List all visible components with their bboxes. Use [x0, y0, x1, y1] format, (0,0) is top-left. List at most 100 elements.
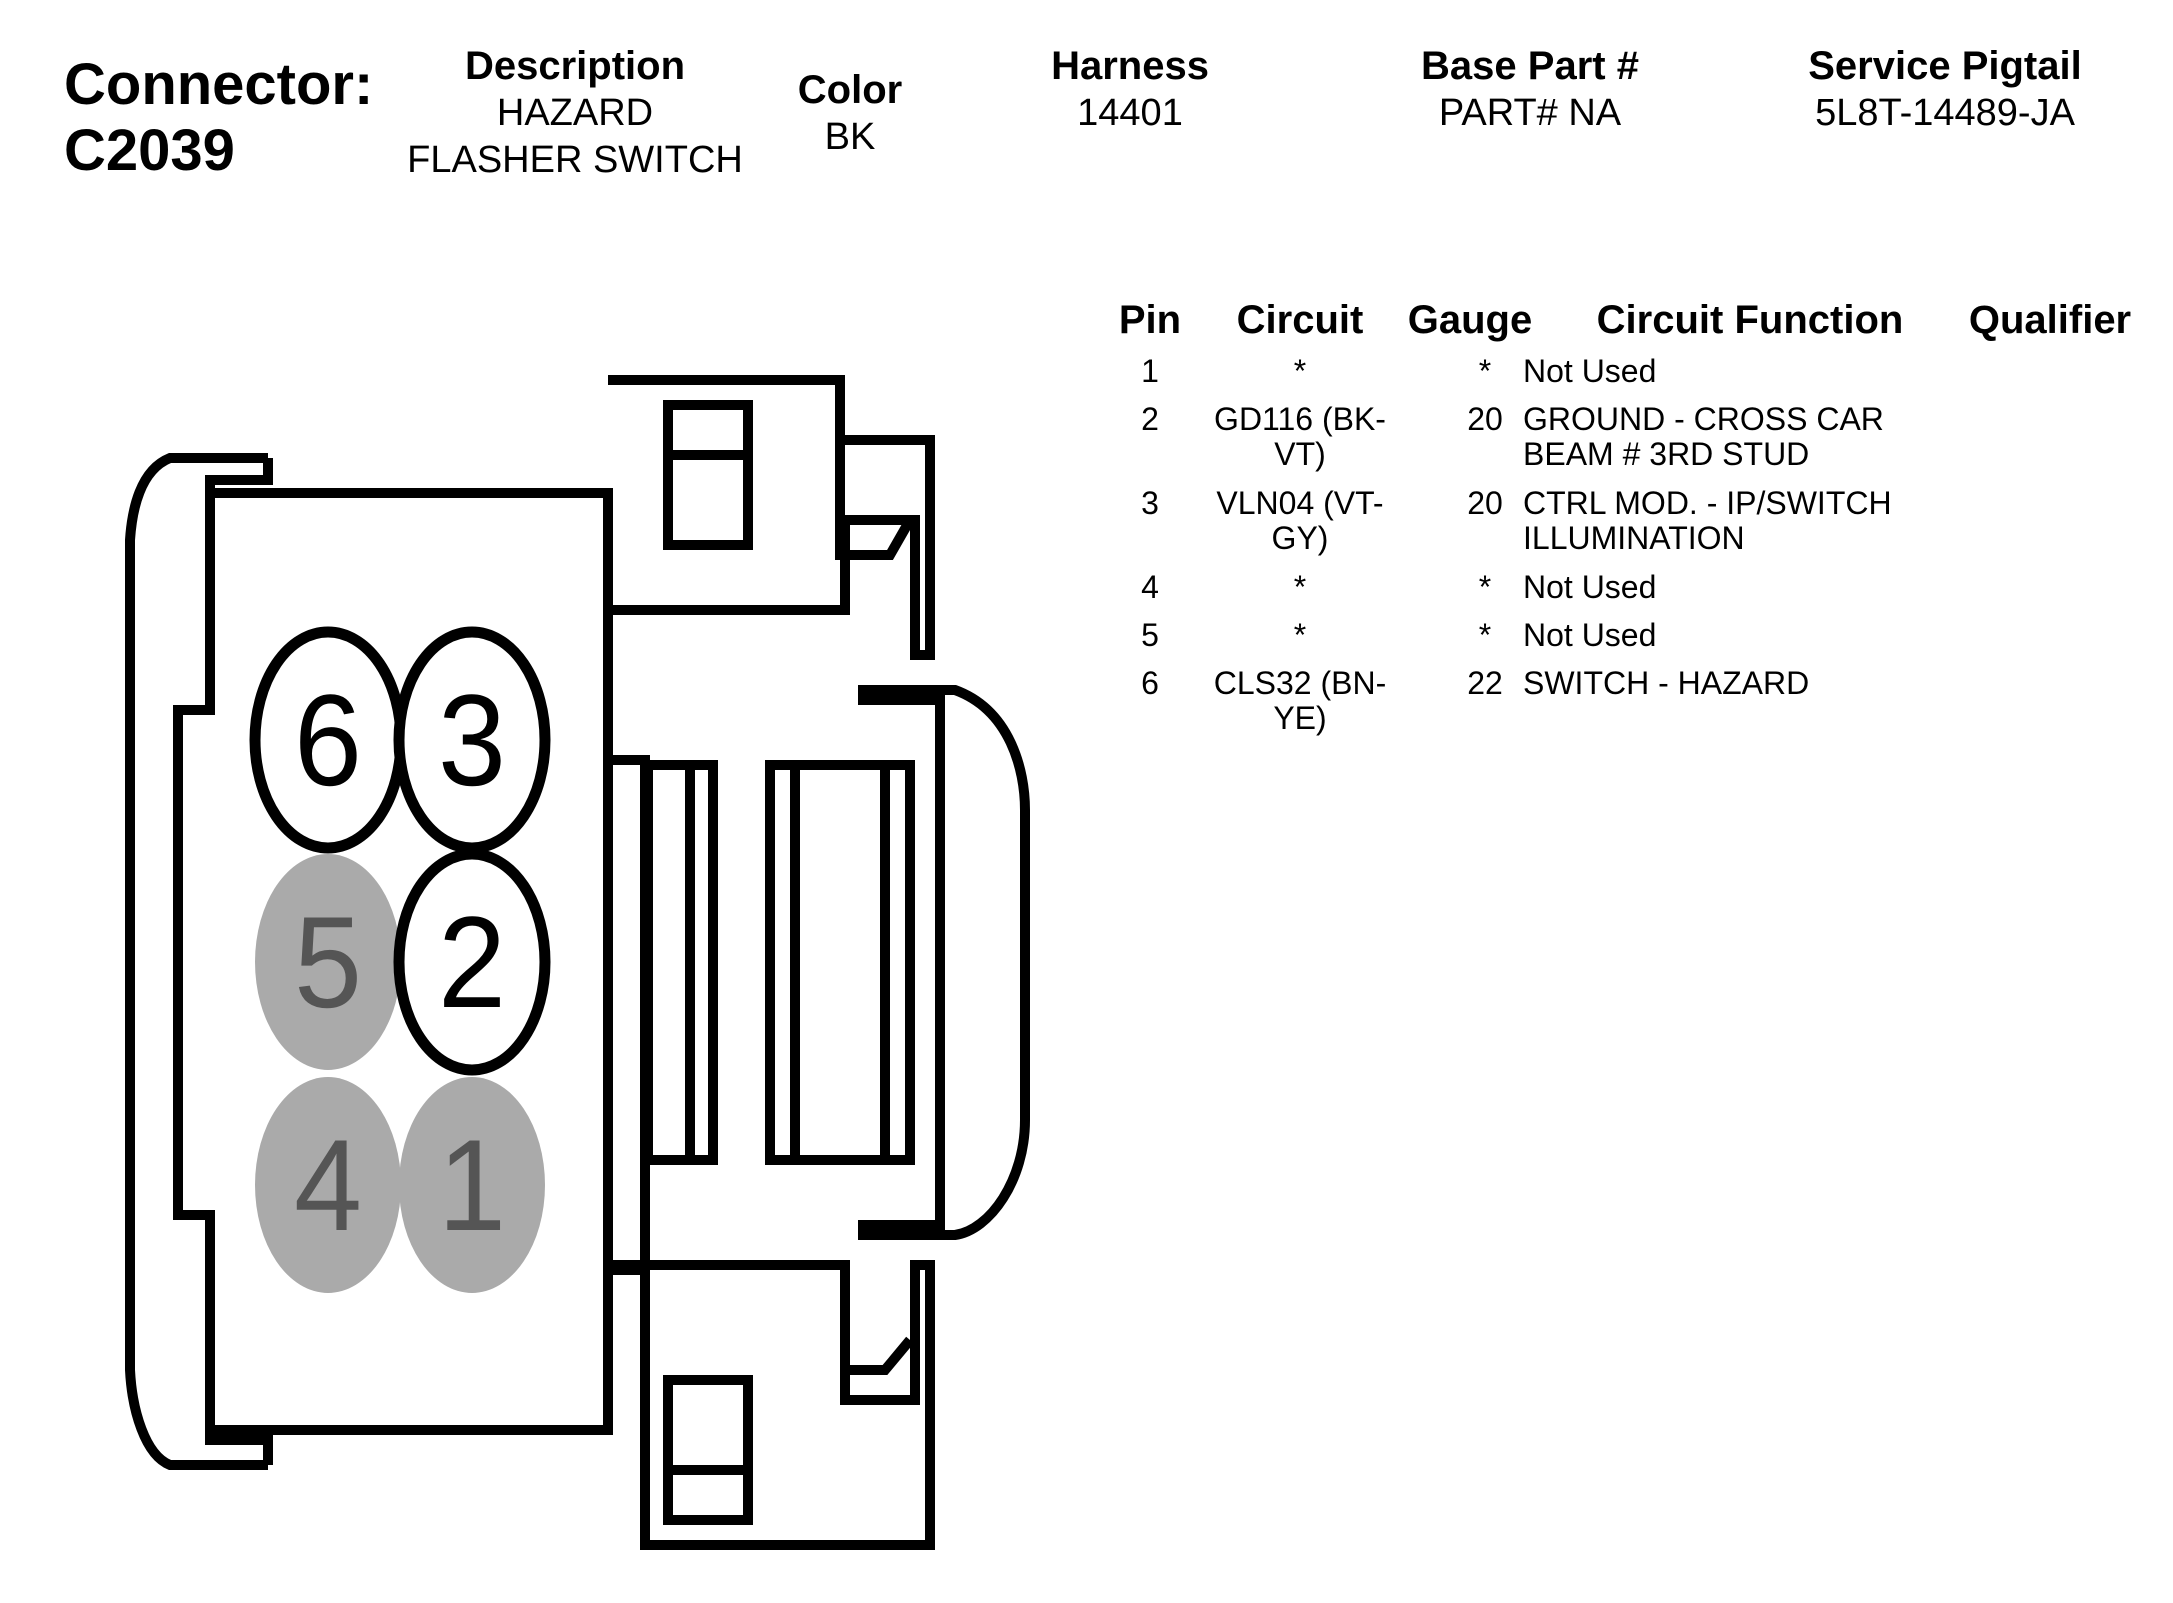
latch-lower-tab	[840, 1336, 914, 1400]
pin-6: 6	[249, 626, 407, 854]
header-qualifier: Qualifier	[1968, 298, 2132, 342]
pin-table: Pin Circuit Gauge Circuit Function Quali…	[1110, 298, 2140, 750]
gauge-cell: *	[1478, 353, 1492, 389]
pin-4: 4	[255, 1077, 401, 1293]
pin-1: 1	[399, 1077, 545, 1293]
color-block: Color BK	[770, 66, 930, 161]
circuit-cell-line: *	[1293, 353, 1307, 389]
description-block: Description HAZARD FLASHER SWITCH	[370, 42, 780, 184]
description-label: Description	[464, 44, 686, 88]
circuit-cell: *	[1200, 570, 1400, 605]
upper-lock-block	[663, 400, 753, 550]
service-pigtail-label: Service Pigtail	[1808, 44, 2082, 88]
circuit-function-cell: Not Used	[1523, 570, 2023, 605]
lower-lock-block	[663, 1375, 753, 1525]
pin-cell: 6	[1141, 665, 1159, 701]
right-rail	[765, 760, 915, 1165]
circuit-cell-line: VT)	[1274, 436, 1326, 472]
circuit-function-cell: Not Used	[1523, 354, 2023, 389]
circuit-cell: GD116 (BK-VT)	[1200, 402, 1400, 472]
connector-shell-inner-left	[173, 458, 273, 1465]
pin-number: 3	[438, 667, 506, 813]
gauge-cell: 22	[1467, 665, 1503, 701]
table-row: 4 * * Not Used	[1110, 570, 2140, 618]
pin-cavity	[393, 848, 551, 1076]
circuit-function-cell: Not Used	[1523, 618, 2023, 653]
right-bump	[858, 685, 1030, 1240]
circuit-cell-line: GY)	[1271, 520, 1329, 556]
pin-number: 5	[294, 889, 362, 1035]
connector-shell-left	[125, 453, 268, 1470]
connector-body	[210, 488, 613, 1435]
table-row: 6 CLS32 (BN-YE) 22 SWITCH - HAZARD	[1110, 666, 2140, 750]
gauge-cell: *	[1478, 569, 1492, 605]
circuit-cell-line: VLN04 (VT-	[1216, 485, 1384, 521]
header-gauge: Gauge	[1407, 298, 1533, 342]
base-part-value: PART# NA	[1438, 92, 1622, 134]
harness-block: Harness 14401	[1010, 42, 1250, 137]
pin-cell: 4	[1141, 569, 1159, 605]
description-line2: FLASHER SWITCH	[407, 139, 743, 181]
pin-table-header: Pin Circuit Gauge Circuit Function Quali…	[1110, 298, 2140, 354]
pin-cavity	[393, 626, 551, 854]
circuit-cell: *	[1200, 354, 1400, 389]
service-pigtail-value: 5L8T-14489-JA	[1815, 92, 2075, 134]
gauge-cell: 20	[1467, 401, 1503, 437]
pin-cell: 1	[1141, 353, 1159, 389]
pin-cavity	[255, 854, 401, 1070]
pin-2: 2	[393, 848, 551, 1076]
connector-label: Connector:	[64, 52, 374, 117]
pin-5: 5	[255, 854, 401, 1070]
base-part-label: Base Part #	[1421, 44, 1639, 88]
pin-cavity	[255, 1077, 401, 1293]
pin-number: 1	[438, 1112, 506, 1258]
pin-table-rows: 1 * * Not Used 2 GD116 (BK-VT) 20 GROUND - CROS…	[1110, 354, 2140, 750]
center-rail	[643, 760, 718, 1165]
right-bump-inner	[858, 695, 945, 1230]
header-circuit-function: Circuit Function	[1596, 298, 1904, 342]
color-label: Color	[797, 68, 903, 112]
latch-upper-tab	[835, 440, 915, 560]
harness-value: 14401	[1077, 92, 1183, 134]
left-rail	[603, 610, 650, 1265]
circuit-function-cell-line: Not Used	[1523, 353, 1657, 389]
pin-cavity	[399, 1077, 545, 1293]
circuit-function-cell-line: SWITCH - HAZARD	[1523, 665, 1810, 701]
circuit-cell-line: *	[1293, 569, 1307, 605]
description-line1: HAZARD	[496, 92, 654, 134]
circuit-cell-line: YE)	[1273, 700, 1327, 736]
circuit-function-cell-line: Not Used	[1523, 569, 1657, 605]
circuit-cell-line: CLS32 (BN-	[1213, 665, 1387, 701]
header-circuit: Circuit	[1236, 298, 1364, 342]
gauge-cell: 20	[1467, 485, 1503, 521]
color-value: BK	[824, 116, 876, 158]
circuit-cell: VLN04 (VT-GY)	[1200, 486, 1400, 556]
latch-housing-bottom	[608, 1260, 935, 1550]
base-part-block: Base Part # PART# NA	[1380, 42, 1680, 137]
harness-label: Harness	[1051, 44, 1209, 88]
pin-cell: 3	[1141, 485, 1159, 521]
pin-cell: 5	[1141, 617, 1159, 653]
circuit-function-cell-line: BEAM # 3RD STUD	[1523, 436, 1810, 472]
latch-housing	[608, 375, 935, 660]
pin-number: 4	[294, 1112, 362, 1258]
service-pigtail-block: Service Pigtail 5L8T-14489-JA	[1760, 42, 2130, 137]
circuit-cell: *	[1200, 618, 1400, 653]
header-pin: Pin	[1118, 298, 1182, 342]
circuit-function-cell-line: ILLUMINATION	[1523, 520, 1745, 556]
pin-number: 6	[294, 667, 362, 813]
circuit-function-cell-line: Not Used	[1523, 617, 1657, 653]
table-row: 5 * * Not Used	[1110, 618, 2140, 666]
circuit-function-cell: SWITCH - HAZARD	[1523, 666, 2023, 701]
pin-cell: 2	[1141, 401, 1159, 437]
connector-title: Connector: C2039	[64, 52, 373, 184]
circuit-cell: CLS32 (BN-YE)	[1200, 666, 1400, 736]
gauge-cell: *	[1478, 617, 1492, 653]
circuit-cell-line: *	[1293, 617, 1307, 653]
pin-number: 2	[438, 889, 506, 1035]
